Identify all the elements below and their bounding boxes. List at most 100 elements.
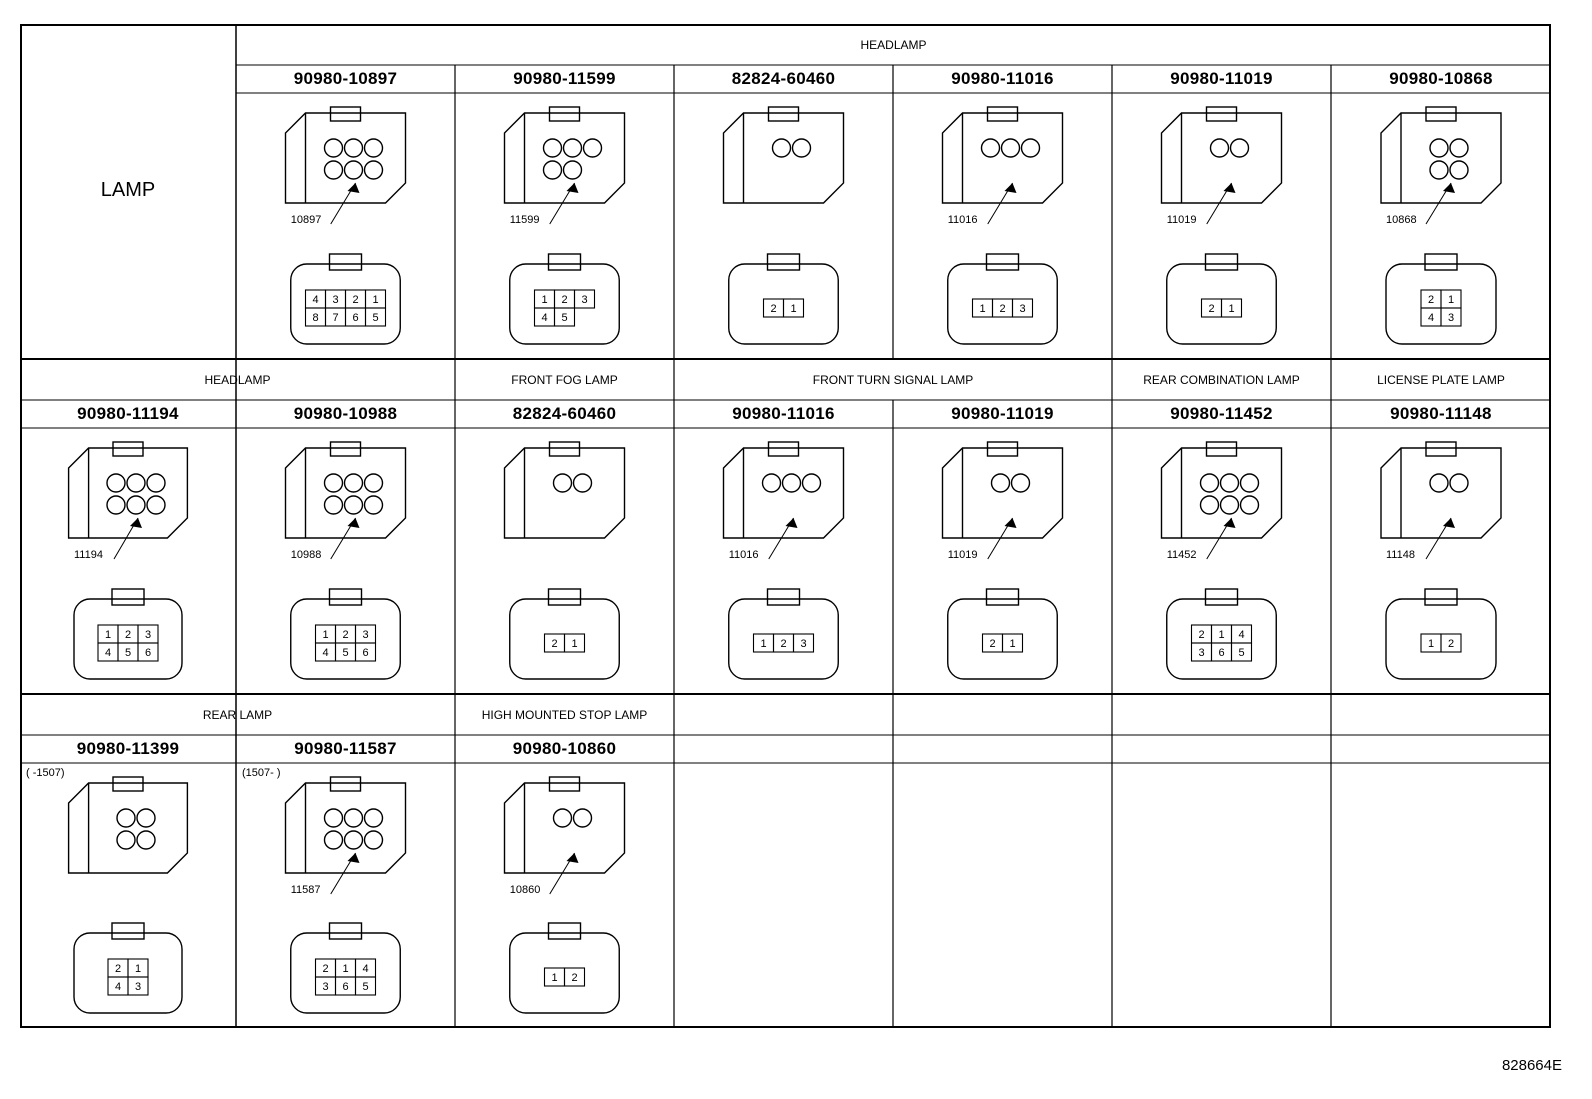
pin-cavity xyxy=(1230,642,1253,662)
terminal-cavity xyxy=(781,473,802,493)
pin-number: 2 xyxy=(1428,294,1434,306)
connector-latch xyxy=(329,776,362,792)
terminal-cavity xyxy=(1199,473,1220,493)
pin-number: 4 xyxy=(362,963,368,975)
part-number: 90980-10988 xyxy=(293,404,398,423)
pinout-lock xyxy=(985,588,1020,606)
drawing-number: 828664E xyxy=(1501,1057,1562,1074)
pin-number: 3 xyxy=(1198,647,1204,659)
part-number: 90980-10860 xyxy=(512,739,617,758)
pin-cavity xyxy=(1011,298,1034,318)
pin-cavity xyxy=(782,298,805,318)
pinout-housing xyxy=(947,598,1058,680)
terminal-cavity xyxy=(116,808,136,828)
terminal-cavity xyxy=(1429,473,1449,493)
pin-number: 1 xyxy=(551,972,557,984)
pin-number: 2 xyxy=(770,303,776,315)
pin-number: 5 xyxy=(561,312,567,324)
pin-number: 3 xyxy=(145,629,151,641)
pinout-lock xyxy=(111,922,145,940)
terminal-cavity xyxy=(552,473,573,493)
pinout-housing xyxy=(728,263,839,345)
terminal-cavity xyxy=(980,138,1001,158)
pin-cavity xyxy=(1001,633,1024,653)
section-label: HIGH MOUNTED STOP LAMP xyxy=(481,708,648,722)
pinout-lock xyxy=(1424,253,1458,271)
terminal-cavity xyxy=(1449,160,1469,180)
pinout-housing xyxy=(947,263,1058,345)
pinout-lock xyxy=(328,588,363,606)
pin-number: 4 xyxy=(322,647,328,659)
terminal-cavity xyxy=(1000,138,1021,158)
terminal-cavity xyxy=(343,495,364,515)
callout-label: 10868 xyxy=(1386,214,1417,226)
pin-cavity xyxy=(553,307,576,327)
section-label: HEADLAMP xyxy=(860,38,927,52)
connector-body xyxy=(1160,447,1283,539)
pin-number: 3 xyxy=(332,294,338,306)
terminal-cavity xyxy=(363,830,384,850)
terminal-cavity xyxy=(363,808,384,828)
terminal-cavity xyxy=(116,830,136,850)
pin-number: 5 xyxy=(1238,647,1244,659)
pin-number: 1 xyxy=(790,303,796,315)
callout-label: 10988 xyxy=(290,549,322,561)
terminal-cavity xyxy=(126,473,146,493)
pin-cavity xyxy=(1440,633,1462,653)
terminal-cavity xyxy=(542,160,563,180)
terminal-cavity xyxy=(323,473,344,493)
part-number: 90980-10868 xyxy=(1389,69,1493,88)
pin-cavity xyxy=(127,976,149,996)
section-label: LICENSE PLATE LAMP xyxy=(1377,373,1505,387)
pinout-lock xyxy=(766,588,801,606)
connector-latch xyxy=(329,441,362,457)
pin-number: 4 xyxy=(1238,629,1244,641)
connector-body xyxy=(503,447,626,539)
terminal-cavity xyxy=(146,495,166,515)
terminal-cavity xyxy=(572,808,593,828)
pinout-lock xyxy=(1424,588,1458,606)
terminal-cavity xyxy=(801,473,822,493)
connector-latch xyxy=(548,441,581,457)
section-label: REAR LAMP xyxy=(202,708,273,722)
callout-label: 11016 xyxy=(728,549,759,561)
pin-number: 4 xyxy=(115,981,121,993)
terminal-cavity xyxy=(323,138,344,158)
callout-label: 11194 xyxy=(74,549,103,561)
terminal-cavity xyxy=(323,808,344,828)
callout-label: 11016 xyxy=(947,214,978,226)
pinout-lock xyxy=(1204,588,1239,606)
pinout-lock xyxy=(547,588,582,606)
pinout-lock xyxy=(547,253,582,271)
pinout-housing xyxy=(73,598,183,680)
pin-number: 2 xyxy=(352,294,358,306)
callout-arrowhead xyxy=(347,853,360,863)
terminal-cavity xyxy=(1219,473,1240,493)
pinout-housing xyxy=(1166,263,1277,345)
pin-number: 1 xyxy=(342,963,348,975)
version-note: (1507- ) xyxy=(242,767,281,779)
terminal-cavity xyxy=(990,473,1011,493)
section-label: FRONT TURN SIGNAL LAMP xyxy=(812,373,974,387)
terminal-cavity xyxy=(106,473,126,493)
part-number: 90980-10897 xyxy=(293,69,398,88)
section-label: FRONT FOG LAMP xyxy=(511,373,618,387)
callout-arrowhead xyxy=(1223,183,1236,193)
pin-number: 5 xyxy=(372,312,378,324)
part-number: 90980-11587 xyxy=(294,739,397,758)
callout-arrowhead xyxy=(347,183,360,193)
pin-cavity xyxy=(364,307,387,327)
pin-number: 1 xyxy=(1228,303,1234,315)
terminal-cavity xyxy=(1219,495,1240,515)
pin-number: 2 xyxy=(561,294,567,306)
pin-number: 2 xyxy=(1208,303,1214,315)
